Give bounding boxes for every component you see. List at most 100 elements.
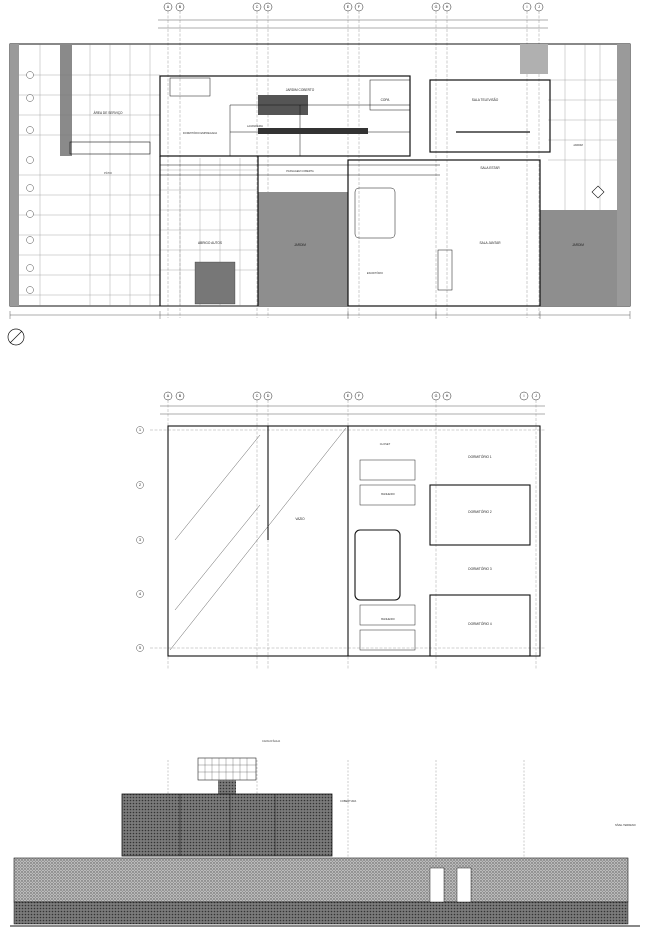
upper-floor-walls bbox=[167, 425, 541, 657]
upper-label-closet: CLOSET bbox=[380, 442, 391, 446]
upper-label-dormitorio-4: DORMITÓRIO 4 bbox=[468, 621, 492, 626]
upper-label-banheiro-2: BANHEIRO bbox=[381, 617, 395, 621]
upper-axis-bubble-c: C bbox=[252, 391, 262, 401]
room-label-escritorio: ESCRITÓRIO bbox=[367, 270, 383, 275]
ground-floor-column-axes: A B C D E F G H I J bbox=[158, 2, 548, 29]
upper-floor-plan: A B C D E F G H I J 1 2 3 4 5 bbox=[136, 391, 545, 670]
paving-grid-garage bbox=[160, 158, 258, 306]
svg-text:I: I bbox=[527, 5, 528, 9]
void-diagonals bbox=[169, 427, 347, 651]
svg-text:G: G bbox=[435, 5, 438, 9]
svg-text:I: I bbox=[524, 394, 525, 398]
axis-bubble-e: E bbox=[343, 2, 353, 12]
elevation-guide-lines bbox=[167, 760, 525, 865]
svg-text:E: E bbox=[347, 5, 350, 9]
upper-floor-column-axes: A B C D E F G H I J bbox=[160, 391, 545, 415]
service-counter bbox=[69, 141, 151, 155]
room-label-sala-jantar: SALA JANTAR bbox=[479, 241, 501, 245]
axis-bubble-c: C bbox=[252, 2, 262, 12]
front-elevation: CAIXA D'ÁGUA COBERTURA NÍVEL TERRENO bbox=[10, 739, 640, 927]
upper-axis-bubble-b: B bbox=[175, 391, 185, 401]
upper-axis-bubble-d: D bbox=[263, 391, 273, 401]
room-label-jardim-coberto: JARDIM COBERTO bbox=[286, 88, 315, 92]
upper-volume-pillars bbox=[179, 794, 276, 856]
upper-axis-bubble-e: E bbox=[343, 391, 353, 401]
upper-axis-bubble-g: G bbox=[431, 391, 441, 401]
upper-floor-row-axes: 1 2 3 4 5 bbox=[136, 426, 144, 652]
upper-axis-bubble-a: A bbox=[163, 391, 173, 401]
top-right-fill bbox=[520, 44, 548, 74]
svg-text:J: J bbox=[535, 394, 537, 398]
upper-axis-bubble-h: H bbox=[442, 391, 452, 401]
upper-bathroom-fixtures bbox=[359, 459, 416, 651]
svg-text:F: F bbox=[358, 394, 361, 398]
room-label-sala-estar: SALA ESTAR bbox=[480, 166, 500, 170]
svg-text:A: A bbox=[167, 5, 170, 9]
garage-ramp bbox=[194, 261, 236, 305]
svg-text:C: C bbox=[256, 5, 259, 9]
svg-text:B: B bbox=[179, 5, 182, 9]
axis-bubble-i: I bbox=[522, 2, 532, 12]
room-label-lavanderia: LAVANDERIA bbox=[247, 124, 263, 128]
water-tank bbox=[197, 757, 257, 794]
upper-label-banheiro-1: BANHEIRO bbox=[381, 492, 395, 496]
upper-row-bubble-3: 3 bbox=[136, 536, 144, 544]
room-label-jardim-right: JARDIM bbox=[572, 243, 584, 247]
axis-bubble-j: J bbox=[534, 2, 544, 12]
base-wall bbox=[13, 901, 629, 925]
svg-text:H: H bbox=[446, 394, 449, 398]
ground-wall bbox=[13, 857, 629, 903]
axis-bubble-f: F bbox=[354, 2, 364, 12]
room-label-dormitorio-empregada: DORMITÓRIO EMPREGADA bbox=[183, 130, 217, 135]
paving-grid-left bbox=[19, 44, 160, 306]
svg-text:A: A bbox=[167, 394, 170, 398]
upper-row-bubble-4: 4 bbox=[136, 590, 144, 598]
room-label-sala-televisao: SALA TELEVISÃO bbox=[472, 97, 499, 102]
upper-row-bubble-5: 5 bbox=[136, 644, 144, 652]
side-strip-left bbox=[10, 44, 19, 306]
axis-bubble-d: D bbox=[263, 2, 273, 12]
north-arrow-icon bbox=[7, 328, 25, 346]
axis-bubble-a: A bbox=[163, 2, 173, 12]
house-walls bbox=[159, 75, 551, 307]
elevation-label-ground-level: NÍVEL TERRENO bbox=[615, 823, 636, 827]
upper-axis-bubble-i: I bbox=[519, 391, 529, 401]
wall-strip-left bbox=[60, 44, 72, 156]
room-label-jardim-central: JARDIM bbox=[294, 243, 306, 247]
svg-text:C: C bbox=[256, 394, 259, 398]
upper-label-dormitorio-3: DORMITÓRIO 3 bbox=[468, 566, 492, 571]
svg-text:E: E bbox=[347, 394, 350, 398]
svg-text:H: H bbox=[446, 5, 449, 9]
upper-row-bubble-2: 2 bbox=[136, 481, 144, 489]
svg-text:J: J bbox=[538, 5, 540, 9]
axis-bubble-b: B bbox=[175, 2, 185, 12]
upper-axis-bubble-j: J bbox=[531, 391, 541, 401]
svg-text:D: D bbox=[267, 5, 270, 9]
svg-text:5: 5 bbox=[139, 646, 141, 650]
upper-axis-bubble-f: F bbox=[354, 391, 364, 401]
svg-text:4: 4 bbox=[139, 592, 141, 596]
room-label-passagem-coberta: PASSAGEM COBERTA bbox=[286, 169, 314, 173]
room-label-cozinha: COZINHA bbox=[314, 129, 326, 133]
upper-label-dormitorio-2: DORMITÓRIO 2 bbox=[468, 509, 492, 514]
svg-text:1: 1 bbox=[139, 428, 141, 432]
paving-grid-right bbox=[548, 44, 617, 210]
kitchen-counter bbox=[258, 128, 368, 134]
entrance-doors bbox=[429, 867, 472, 903]
upper-volume bbox=[121, 793, 333, 857]
svg-text:G: G bbox=[435, 394, 438, 398]
svg-text:B: B bbox=[179, 394, 182, 398]
svg-text:D: D bbox=[267, 394, 270, 398]
axis-bubble-g: G bbox=[431, 2, 441, 12]
side-strip-right bbox=[617, 44, 630, 306]
garden-central-fill bbox=[258, 192, 348, 306]
svg-text:2: 2 bbox=[139, 483, 141, 487]
section-marker-icon bbox=[591, 185, 605, 199]
upper-label-vazio: VAZIO bbox=[295, 517, 305, 521]
axis-bubble-h: H bbox=[442, 2, 452, 12]
room-label-area-servico: ÁREA DE SERVIÇO bbox=[94, 111, 124, 115]
upper-row-bubble-1: 1 bbox=[136, 426, 144, 434]
ground-floor-plan: A B C D E F G H I J bbox=[7, 2, 631, 346]
ground-floor-row-axes bbox=[26, 71, 34, 294]
svg-text:F: F bbox=[358, 5, 361, 9]
